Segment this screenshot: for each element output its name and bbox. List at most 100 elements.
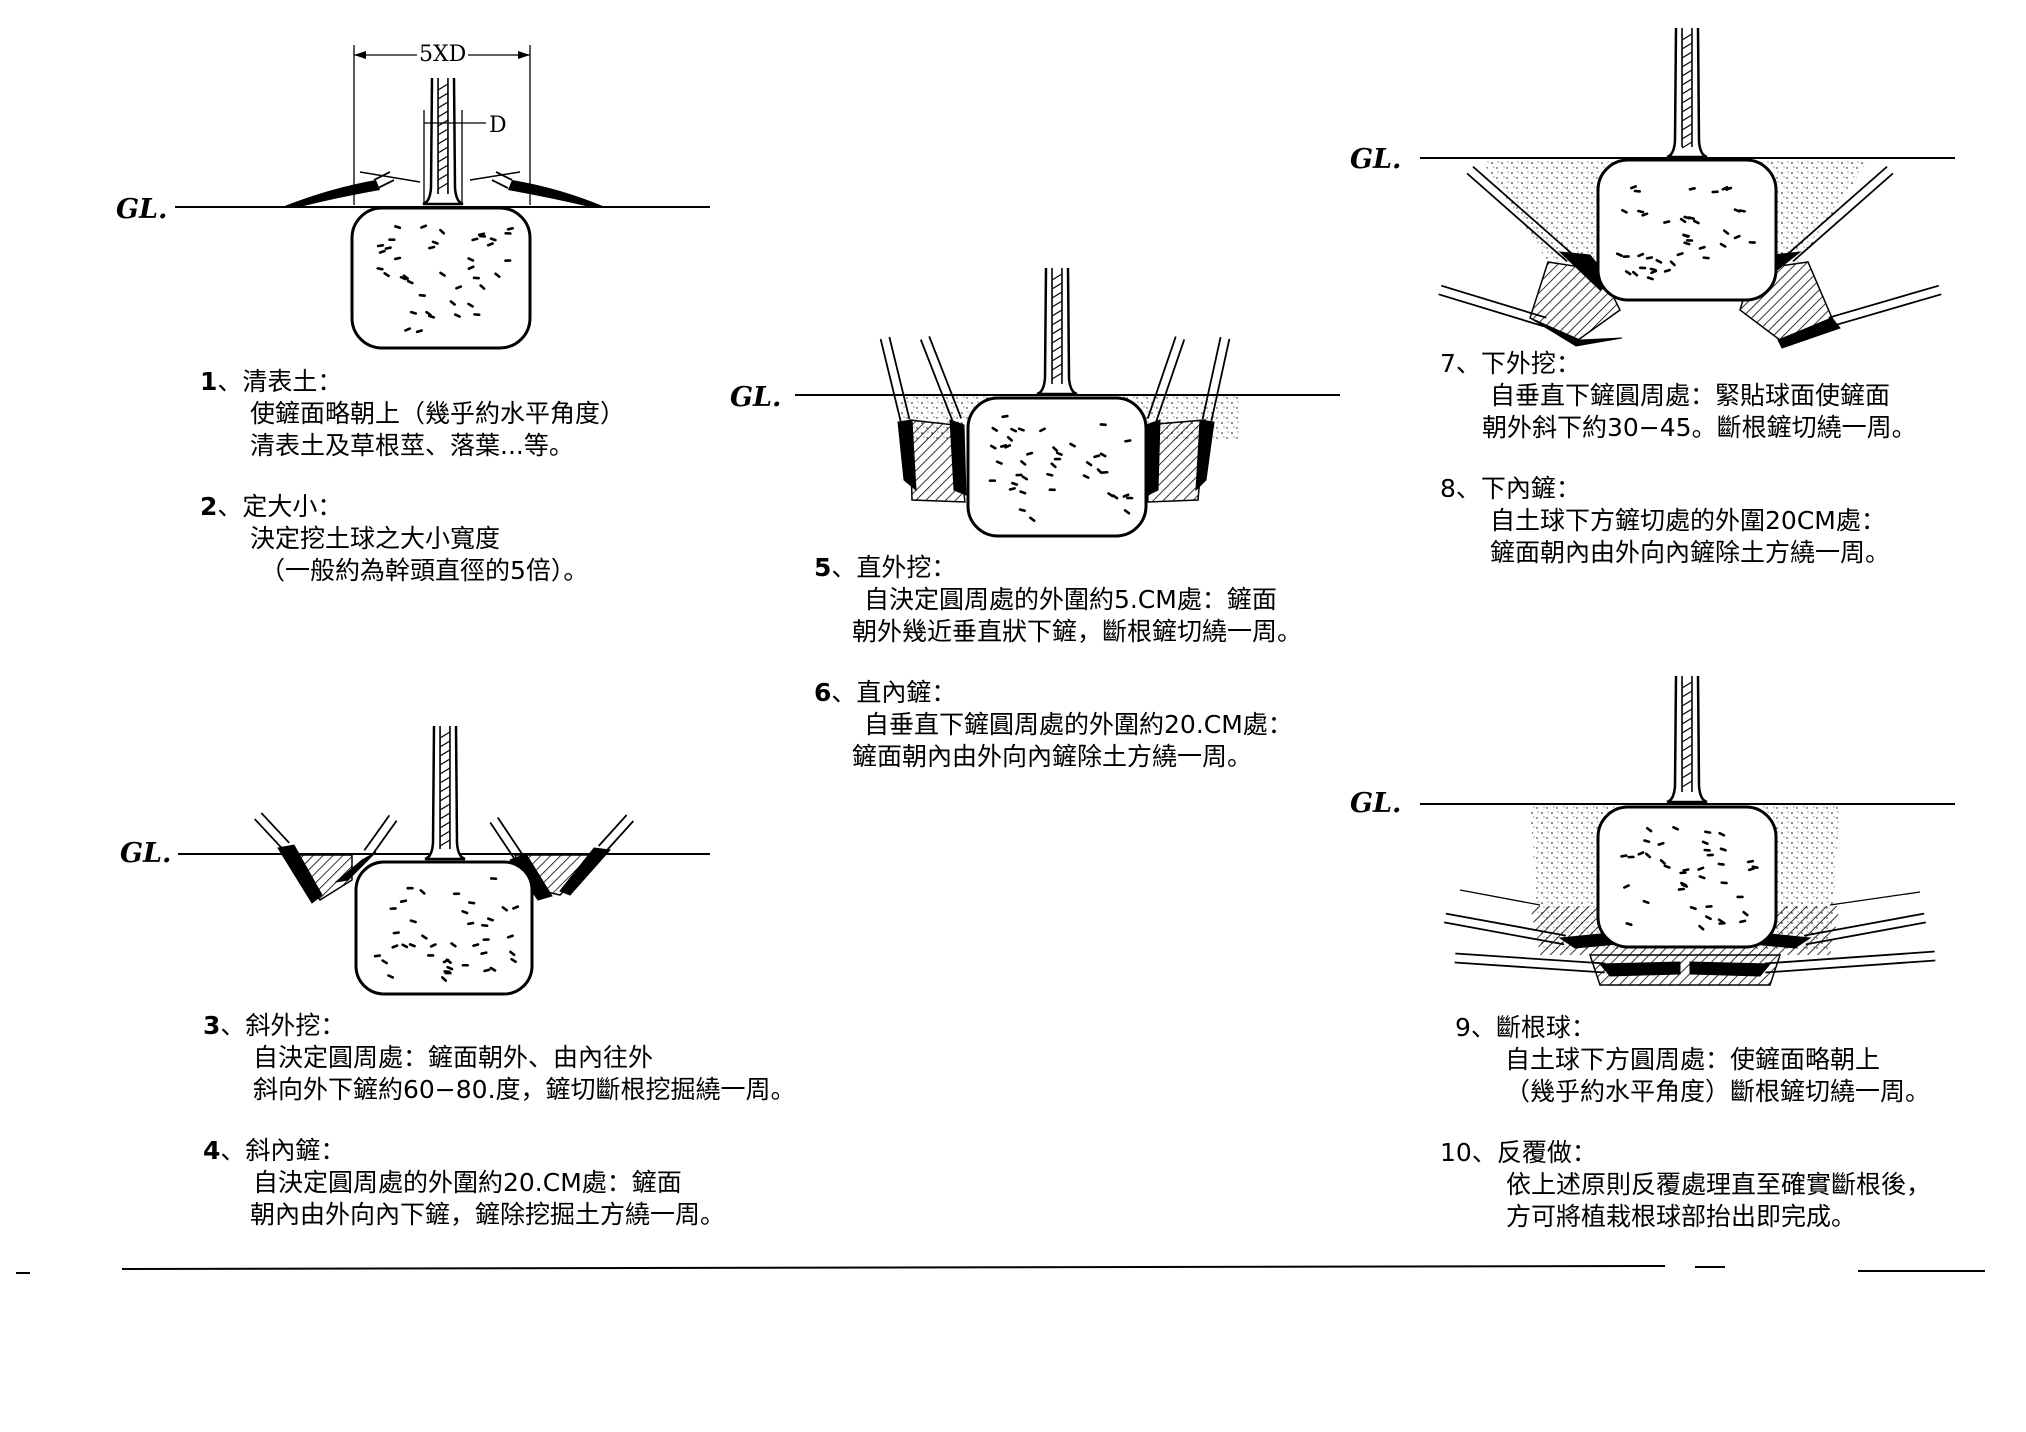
root-ball-outline: [350, 206, 532, 350]
bark-texture: [1681, 708, 1693, 716]
figure-step-5: [795, 267, 1340, 538]
soil-speck: [1681, 883, 1689, 888]
soil-speck: [446, 965, 454, 971]
bark-texture: [439, 839, 451, 847]
soil-speck: [1048, 488, 1056, 492]
spade-handle-edge: [604, 820, 635, 853]
spade-handle-edge: [888, 336, 911, 420]
step-text-line: 自垂直下鏟圓周處的外圍約20.CM處：: [864, 710, 1293, 739]
bark-texture: [439, 731, 451, 739]
spade-handle-edge: [1155, 339, 1186, 422]
soil-speck: [1055, 451, 1063, 456]
soil-speck: [421, 934, 428, 940]
soil-speck: [1021, 475, 1029, 481]
soil-speck: [388, 238, 396, 242]
spade-blade: [559, 847, 612, 896]
spade-handle-edge: [1829, 891, 1921, 906]
soil-speck: [425, 310, 432, 317]
step-text-line: 朝內由外向內下鏟，鏟除挖掘土方繞一周。: [250, 1200, 726, 1229]
step-number: 2: [200, 492, 218, 521]
bark-texture: [1681, 690, 1693, 698]
bark-texture: [437, 110, 449, 118]
soil-speck: [1641, 212, 1649, 217]
soil-speck: [1655, 258, 1663, 264]
soil-speck: [1052, 446, 1059, 453]
soil-speck: [1026, 451, 1034, 456]
spade-handle-edge: [1466, 172, 1568, 263]
bark-texture: [1681, 132, 1693, 140]
soil-speck: [1733, 234, 1741, 240]
soil-speck: [1126, 496, 1134, 500]
step-text-line: 斜向外下鏟約60−80.度，鏟切斷根挖掘繞一周。: [253, 1075, 796, 1104]
figure-step-3: [178, 725, 710, 996]
soil-root-ball: [350, 206, 532, 350]
spade-handle-edge: [1764, 950, 1935, 965]
step-4-description: 4、斜內鏟： 自決定圓周處的外圍約20.CM處：鏟面 朝內由外向內下鏟，鏟除挖掘…: [203, 1136, 726, 1229]
soil-speck: [1627, 855, 1635, 859]
bark-texture: [1051, 300, 1063, 308]
figure-step-1: [175, 45, 710, 350]
spade-blade: [1195, 419, 1215, 492]
soil-speck: [1122, 493, 1130, 498]
spade-handle: [1828, 284, 1942, 328]
soil-speck: [1706, 853, 1714, 857]
soil-speck: [1015, 473, 1023, 477]
soil-speck: [1019, 490, 1027, 495]
soil-speck: [427, 314, 436, 319]
step-text-line: 依上述原則反覆處理直至確實斷根後，: [1506, 1170, 1932, 1199]
step-text-line: 自土球下方鏟切處的外圍20CM處：: [1490, 506, 1886, 535]
soil-speck: [1039, 427, 1046, 433]
step-1-description: 1、清表土： 使鏟面略朝上（幾乎約水平角度） 清表土及草根莖、落葉...等。: [200, 367, 626, 460]
soil-speck: [1746, 859, 1755, 864]
soil-speck: [489, 877, 498, 881]
spade-blade: [949, 419, 967, 496]
soil-speck: [441, 976, 448, 982]
bark-texture: [1681, 87, 1693, 95]
soil-root-ball: [966, 396, 1148, 538]
soil-speck: [431, 240, 439, 245]
bark-texture: [1681, 771, 1693, 779]
step-text-line: 朝外斜下約30−45。斷根鏟切繞一周。: [1482, 413, 1917, 442]
soil-speck: [1739, 919, 1747, 924]
soil-speck: [381, 959, 388, 965]
spade-blade: [1529, 317, 1623, 347]
bark-texture: [439, 830, 451, 838]
step-title: 斜內鏟：: [245, 1136, 346, 1165]
spade-blade: [1145, 419, 1161, 496]
soil-speck: [1717, 918, 1725, 924]
spade-handle: [1438, 284, 1547, 328]
step-number: 5: [814, 553, 832, 582]
soil-speck: [391, 944, 399, 949]
spade-handle-edge: [496, 817, 523, 855]
soil-speck: [418, 293, 427, 297]
soil-speck: [1717, 862, 1725, 866]
soil-speck: [1683, 215, 1691, 220]
soil-speck: [399, 899, 408, 903]
bark-texture: [1051, 372, 1063, 380]
soil-speck: [1676, 252, 1684, 257]
figure-step-7: [1420, 27, 1955, 349]
soil-speck: [504, 231, 512, 235]
spade-handle-edge: [359, 171, 421, 183]
soil-speck: [376, 243, 385, 248]
soil-speck: [1733, 208, 1741, 213]
bark-texture: [439, 767, 451, 775]
soil-speck: [1697, 866, 1705, 871]
soil-speck: [1029, 516, 1036, 522]
bark-texture: [1051, 273, 1063, 281]
soil-speck: [1620, 208, 1628, 214]
soil-speck: [461, 909, 469, 915]
soil-speck: [1645, 826, 1653, 833]
step-title: 反覆做：: [1496, 1138, 1597, 1167]
root-ball-outline: [966, 396, 1148, 538]
tree-trunk: [1036, 267, 1078, 396]
soil-speck: [1677, 887, 1685, 891]
bark-texture: [1681, 69, 1693, 77]
step-number: 4: [203, 1136, 221, 1165]
step-text-line: 自決定圓周處的外圍約20.CM處：鏟面: [253, 1168, 682, 1197]
soil-speck: [510, 957, 517, 964]
soil-speck: [512, 905, 520, 910]
bark-texture: [1681, 699, 1693, 707]
bark-texture: [1681, 114, 1693, 122]
step-10-description: 10、反覆做： 依上述原則反覆處理直至確實斷根後， 方可將植栽根球部抬出即完成。: [1440, 1138, 1932, 1231]
